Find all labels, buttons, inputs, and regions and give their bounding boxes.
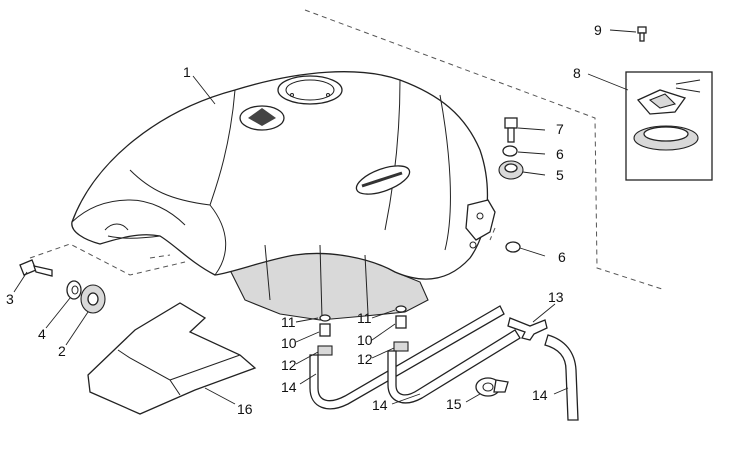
- left-hose-fittings: [317, 314, 333, 356]
- callout-12-left: 12: [281, 357, 297, 373]
- filler-cap-assembly: [625, 71, 713, 181]
- callout-10-left: 10: [281, 335, 297, 351]
- right-hose-fittings: [393, 305, 409, 352]
- tank-badge: [355, 165, 411, 195]
- callout-12-right: 12: [357, 351, 373, 367]
- callout-15: 15: [446, 396, 462, 412]
- hose-vertical: [544, 334, 579, 421]
- hose-right: [387, 329, 521, 404]
- rear-bolt: [504, 117, 518, 143]
- callout-14-middle: 14: [372, 397, 388, 413]
- callout-1: 1: [183, 64, 191, 80]
- callout-11-left: 11: [281, 314, 296, 330]
- callout-11-right: 11: [357, 310, 372, 326]
- rubber-spacer: [80, 284, 106, 314]
- callouts: 1 3 4 2 7 6 5 6 8 9 11 11 10 10 12 12 14…: [6, 22, 602, 417]
- callout-3: 3: [6, 291, 14, 307]
- callout-2: 2: [58, 343, 66, 359]
- callout-9: 9: [594, 22, 602, 38]
- front-screw: [19, 259, 53, 277]
- fuel-tank: [71, 71, 496, 321]
- callout-14-left: 14: [281, 379, 297, 395]
- hose-clamp: [475, 377, 509, 397]
- leader-lines: [13, 29, 637, 405]
- spacer-upper: [502, 145, 518, 157]
- callout-6-upper: 6: [556, 146, 564, 162]
- callout-13: 13: [548, 289, 564, 305]
- eagle-emblem: [239, 105, 285, 131]
- callout-4: 4: [38, 326, 46, 342]
- callout-7: 7: [556, 121, 564, 137]
- callout-6-lower: 6: [558, 249, 566, 265]
- cap-screw: [637, 26, 647, 42]
- callout-5: 5: [556, 167, 564, 183]
- rubber-grommet: [498, 160, 524, 180]
- callout-14-right: 14: [532, 387, 548, 403]
- callout-10-right: 10: [357, 332, 373, 348]
- filler-opening: [277, 75, 343, 105]
- tank-pad: [87, 302, 257, 415]
- hose-left: [309, 305, 505, 410]
- washer-small: [66, 280, 82, 300]
- callout-16: 16: [237, 401, 253, 417]
- tee-fitting: [507, 317, 548, 341]
- spacer-lower: [505, 241, 521, 253]
- callout-8: 8: [573, 65, 581, 81]
